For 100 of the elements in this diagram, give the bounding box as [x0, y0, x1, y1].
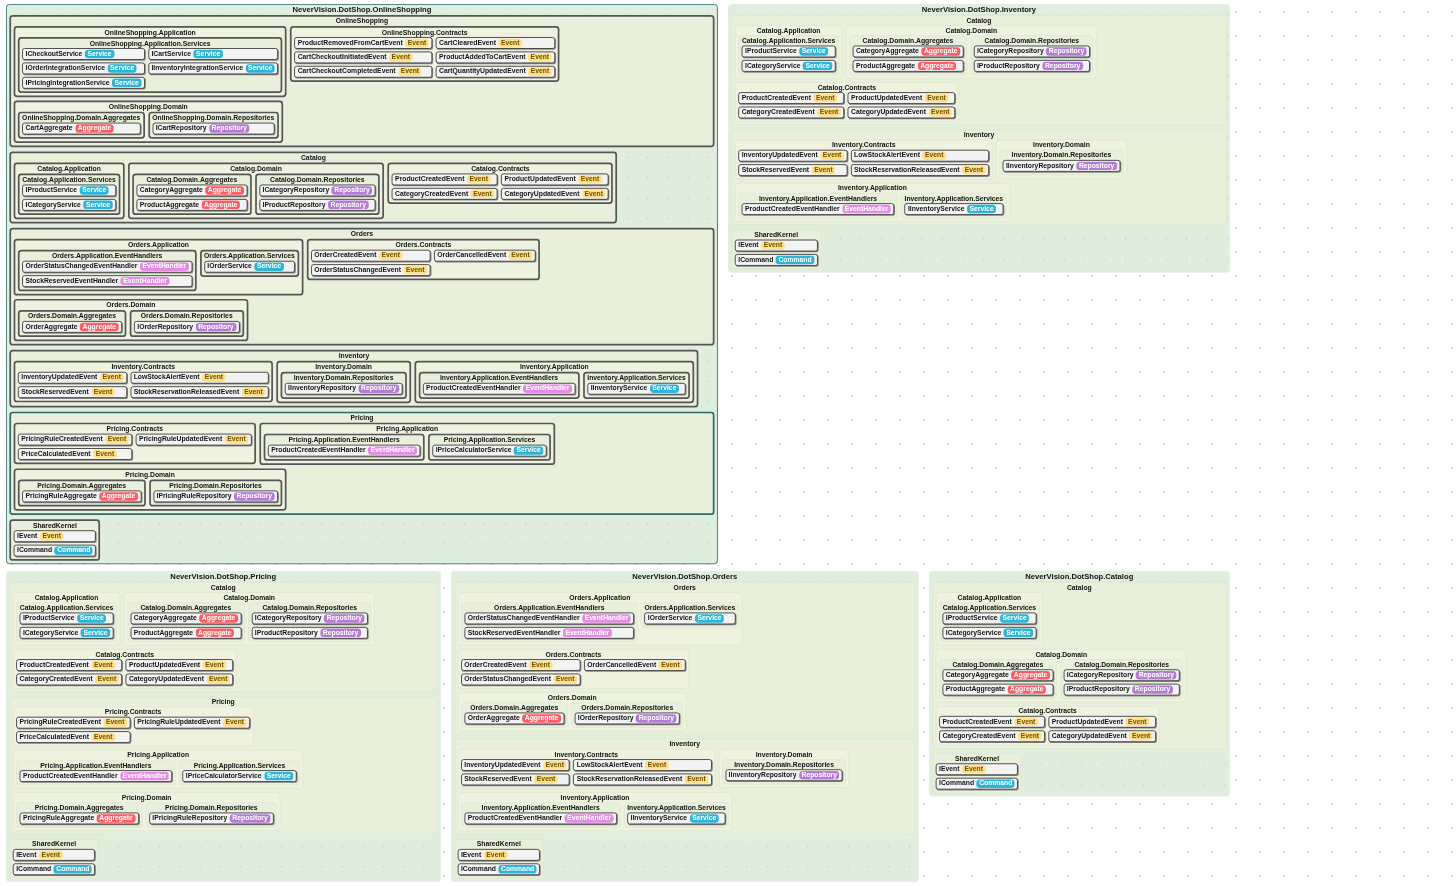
class-card — [741, 203, 895, 216]
module-box — [280, 371, 407, 399]
namespace-panel — [928, 570, 1230, 797]
module-box — [9, 151, 618, 224]
class-card — [130, 386, 269, 399]
class-card — [284, 382, 403, 395]
module-box — [734, 25, 843, 79]
module-box — [460, 702, 568, 728]
module-box — [16, 802, 143, 828]
class-card — [734, 254, 818, 266]
class-card — [22, 275, 193, 288]
class-card — [574, 712, 680, 725]
class-card — [741, 59, 836, 72]
module-box — [13, 238, 304, 296]
module-box — [932, 753, 1022, 793]
module-box — [13, 162, 125, 220]
class-card — [310, 249, 431, 262]
module-box — [132, 173, 252, 216]
module-box — [17, 309, 127, 338]
class-card — [1048, 715, 1157, 728]
module-box — [414, 360, 695, 404]
class-card — [973, 45, 1091, 58]
class-card — [133, 716, 250, 729]
class-card — [19, 612, 114, 625]
module-box — [731, 129, 1227, 226]
class-card — [583, 659, 686, 671]
module-box — [454, 738, 916, 835]
class-card — [391, 187, 498, 200]
module-box — [9, 582, 438, 693]
module-box — [935, 705, 1160, 746]
class-card — [22, 122, 141, 135]
class-card — [22, 62, 145, 75]
class-card — [457, 863, 541, 876]
module-box — [13, 298, 248, 342]
class-card — [22, 490, 142, 503]
class-card — [741, 45, 836, 58]
class-card — [17, 386, 127, 399]
module-box — [148, 479, 283, 507]
module-box — [12, 792, 281, 832]
class-card — [939, 730, 1046, 743]
class-card — [19, 770, 173, 782]
module-box — [939, 659, 1057, 699]
class-card — [251, 626, 368, 639]
module-box — [457, 648, 690, 689]
module-box — [13, 422, 256, 465]
class-card — [422, 382, 576, 395]
module-box — [901, 193, 1007, 219]
module-box — [731, 15, 1227, 126]
class-card — [573, 759, 712, 771]
module-box — [17, 479, 146, 507]
class-card — [130, 612, 242, 625]
module-box — [734, 81, 959, 122]
module-box — [148, 111, 279, 139]
class-card — [627, 812, 726, 825]
module-box — [571, 702, 684, 728]
class-card — [738, 92, 845, 104]
module-box — [248, 602, 372, 643]
class-card — [852, 59, 964, 72]
class-card — [942, 683, 1054, 696]
module-box — [17, 173, 121, 216]
class-card — [435, 51, 556, 64]
module-box — [457, 592, 743, 646]
class-card — [130, 626, 242, 639]
module-box — [460, 802, 621, 828]
class-card — [738, 164, 848, 177]
module-box — [460, 602, 638, 643]
module-box — [9, 696, 438, 835]
module-box — [457, 792, 733, 832]
module-box — [276, 360, 411, 404]
class-card — [22, 76, 145, 89]
class-card — [1063, 683, 1180, 696]
namespace-panel — [450, 570, 919, 882]
module-box — [970, 35, 1094, 76]
class-card — [136, 198, 248, 211]
class-card — [294, 51, 433, 64]
namespace-panel — [6, 570, 441, 882]
class-card — [16, 659, 123, 671]
class-card — [251, 612, 368, 625]
namespace-panel — [728, 4, 1230, 273]
module-box — [9, 519, 101, 561]
module-box — [263, 433, 425, 461]
class-card — [13, 530, 97, 543]
class-card — [13, 544, 97, 557]
module-box — [457, 748, 716, 789]
class-card — [939, 715, 1046, 728]
class-card — [852, 45, 964, 58]
class-card — [501, 187, 609, 200]
class-card — [1063, 669, 1180, 682]
module-box — [999, 149, 1124, 176]
class-card — [133, 320, 240, 333]
module-box — [254, 173, 380, 216]
class-card — [22, 184, 117, 197]
class-card — [573, 773, 712, 786]
class-card — [935, 777, 1019, 790]
class-card — [19, 812, 139, 825]
module-box — [935, 648, 1187, 703]
class-card — [182, 770, 297, 782]
class-card — [125, 673, 234, 686]
module-box — [623, 802, 730, 828]
class-card — [148, 812, 274, 825]
